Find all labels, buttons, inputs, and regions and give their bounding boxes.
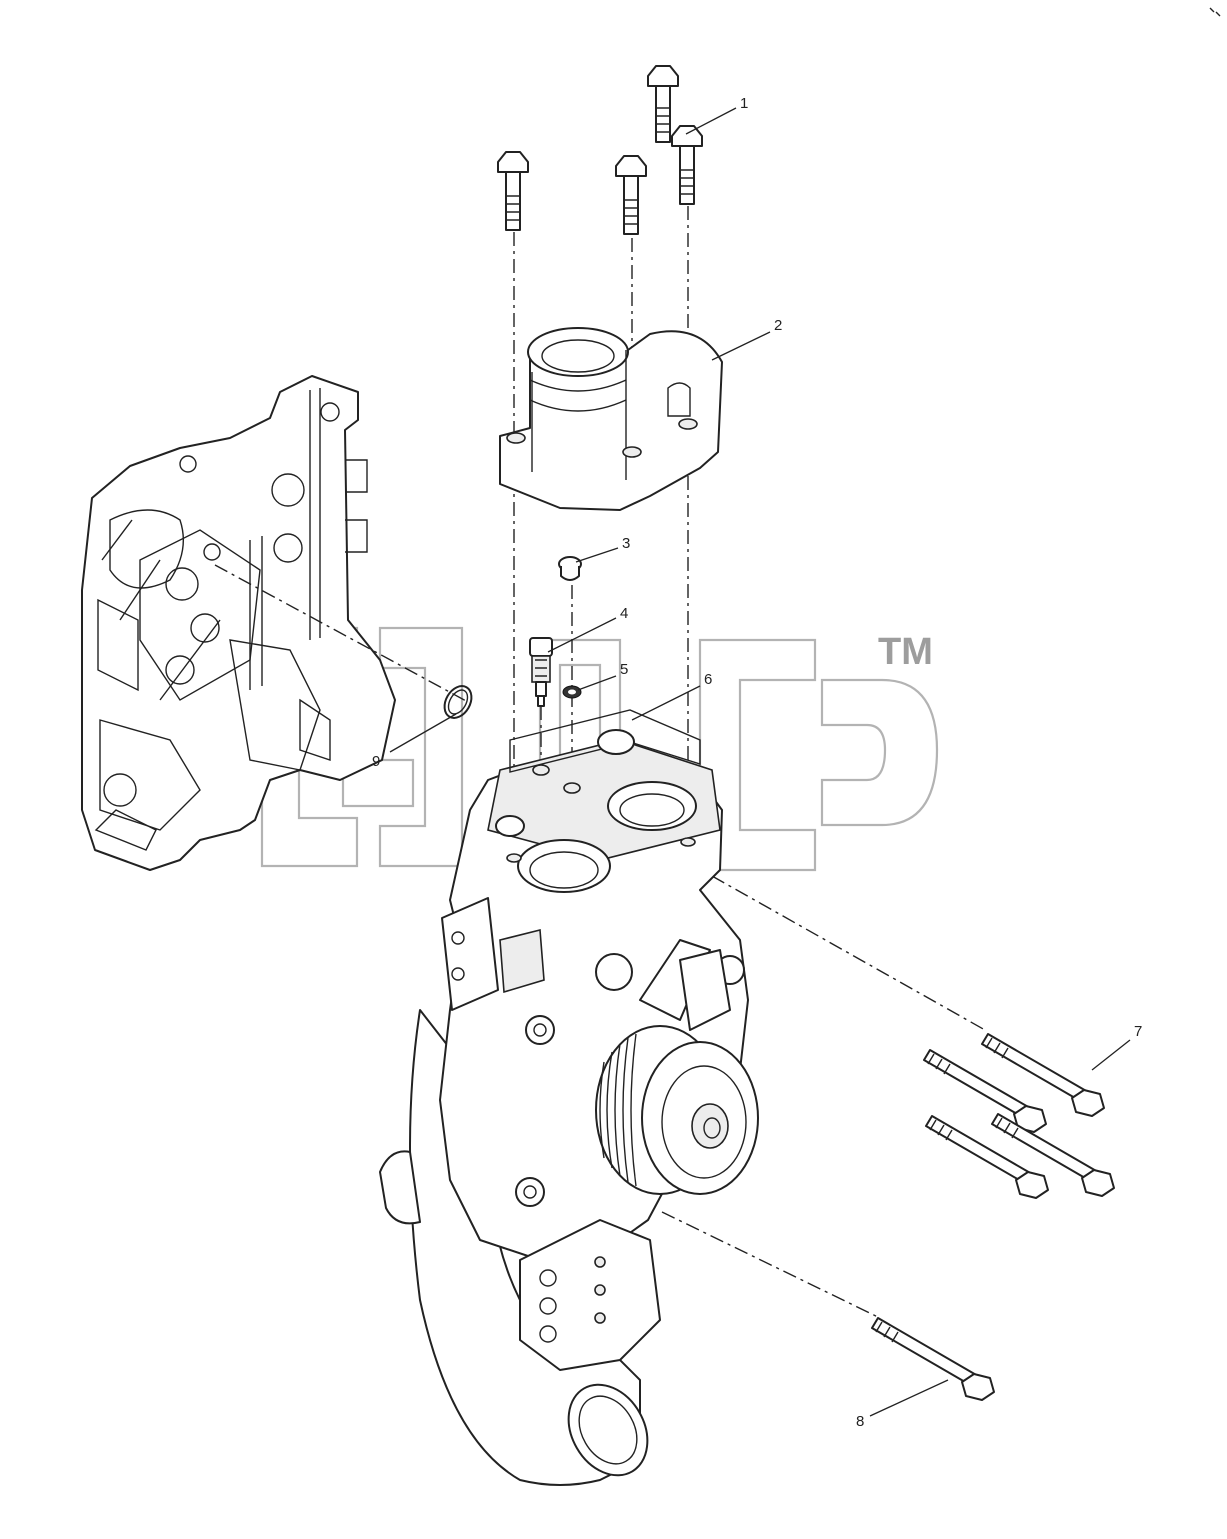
watermark-trademark: TM: [878, 631, 933, 673]
long-bolt-4: [925, 1115, 1049, 1199]
thermostat-housing: [499, 327, 723, 511]
long-bolt-2: [923, 1049, 1047, 1133]
long-bolt-3: [991, 1113, 1115, 1197]
callout-8: 8: [856, 1413, 864, 1430]
callout-3: 3: [622, 535, 630, 552]
callout-7: 7: [1134, 1023, 1142, 1040]
callout-4: 4: [620, 605, 628, 622]
leader-lines: [389, 107, 1131, 1417]
callout-6: 6: [704, 671, 712, 688]
callout-9: 9: [372, 753, 380, 770]
corner-mark: [1209, 7, 1221, 17]
bolt-top-left: [497, 151, 529, 231]
bolt-top-right: [671, 125, 703, 205]
callout-2: 2: [774, 317, 782, 334]
water-pump-assembly: [379, 709, 759, 1486]
bolt-top-center: [615, 155, 647, 235]
engine-block: [81, 375, 396, 871]
sealing-washer: [562, 685, 582, 699]
callout-labels: 1 2 3 4 5 6 7 8 9: [372, 95, 1142, 1430]
temperature-sensor: [529, 637, 553, 707]
callout-1: 1: [740, 95, 748, 112]
callout-5: 5: [620, 661, 628, 678]
bolt-lower: [871, 1317, 995, 1401]
plug: [558, 556, 582, 581]
bolt-top-rear: [647, 65, 679, 143]
long-bolt-1: [981, 1033, 1105, 1117]
o-ring: [443, 685, 473, 719]
